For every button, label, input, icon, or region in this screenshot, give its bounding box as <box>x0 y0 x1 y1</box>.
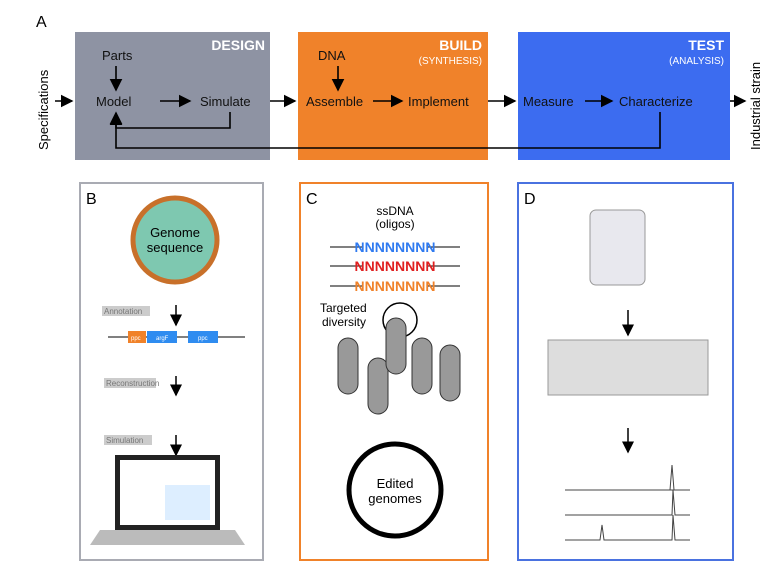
panel-d <box>517 182 734 561</box>
implement-label: Implement <box>408 94 469 109</box>
ssdna-label: ssDNA <box>376 204 413 218</box>
oligo-red: NNNNNNNN <box>355 258 436 274</box>
gene-ppc-1 <box>128 331 146 343</box>
edited-label: Edited <box>377 476 414 491</box>
gene-label: ppc <box>198 336 208 342</box>
genomes-label: genomes <box>368 491 422 506</box>
diversity-label: diversity <box>322 315 366 329</box>
bioreactor-icon <box>589 209 646 286</box>
parts-label: Parts <box>102 48 133 63</box>
edited-genome-icon <box>346 441 444 539</box>
oligo-blue: NNNNNNNN <box>355 239 436 255</box>
dna-label: DNA <box>318 48 346 63</box>
panel-b <box>79 182 264 561</box>
measure-label: Measure <box>523 94 574 109</box>
genome-circle-icon <box>130 195 220 285</box>
simulate-label: Simulate <box>200 94 251 109</box>
genome-label: Genome <box>150 225 200 240</box>
label-c: C <box>306 191 318 208</box>
sequence-label: sequence <box>147 240 203 255</box>
targeted-label: Targeted <box>320 301 367 315</box>
build-title: BUILD <box>439 37 482 53</box>
specifications-label: Specifications <box>36 69 51 150</box>
industrial-strain-label: Industrial strain <box>748 62 763 150</box>
gene-label: argF <box>156 336 169 342</box>
annotation-tag: Annotation <box>104 307 142 316</box>
test-subtitle: (ANALYSIS) <box>669 56 724 67</box>
gene-argf <box>147 331 177 343</box>
reconstruction-tag: Reconstruction <box>106 379 159 388</box>
simulation-tag: Simulation <box>106 436 143 445</box>
assemble-label: Assemble <box>306 94 363 109</box>
build-subtitle: (SYNTHESIS) <box>419 56 482 67</box>
model-label: Model <box>96 94 132 109</box>
oligo-orange: NNNNNNNN <box>355 278 436 294</box>
gene-ppc-2 <box>188 331 218 343</box>
hplc-instrument-icon <box>547 339 709 396</box>
gene-label: ppc <box>131 336 141 342</box>
cells-icon <box>337 317 461 415</box>
flow-arrows <box>55 66 747 149</box>
design-title: DESIGN <box>211 37 265 53</box>
characterize-label: Characterize <box>619 94 693 109</box>
panel-c <box>299 182 489 561</box>
label-a: A <box>36 14 47 31</box>
label-d: D <box>524 191 536 208</box>
test-title: TEST <box>688 37 724 53</box>
chromatogram-icon <box>565 464 690 541</box>
oligos-label: (oligos) <box>375 217 414 231</box>
design-box <box>75 32 270 160</box>
label-b: B <box>86 191 97 208</box>
test-box <box>518 32 730 160</box>
